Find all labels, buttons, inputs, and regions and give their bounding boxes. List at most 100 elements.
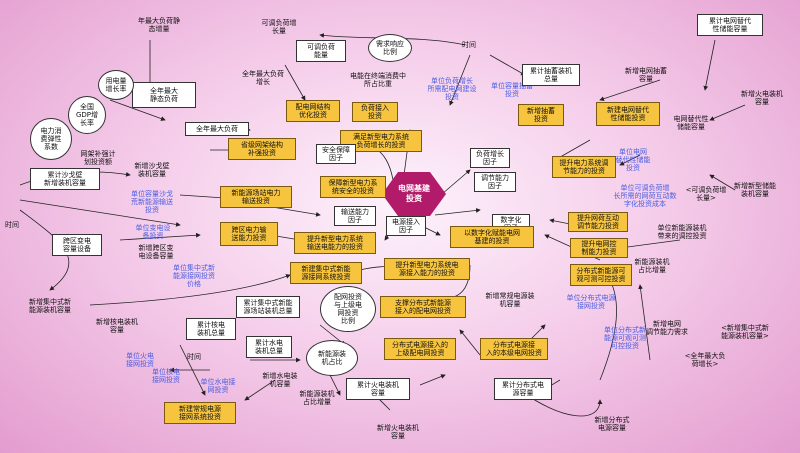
label-unit-central-invest: 单位集中式新 能源接网投资 价格 (173, 264, 215, 288)
box-source-access-factor: 电源接入 因子 (386, 216, 426, 236)
box-cross-region-sub: 跨区变电 容量设备 (52, 234, 102, 256)
edge (489, 54, 526, 76)
label-adjustable-load-growth: 可调负荷增 长量 (261, 19, 297, 35)
box-accum-desert: 累计沙戈壁 新增装机容量 (30, 168, 100, 190)
gold-interaction-invest: 提升网荷互动 调节能力投资 (568, 212, 628, 232)
label-unit-distributed-obs: 单位分布式新 能源可观可测 可控投资 (604, 326, 646, 350)
edge (709, 174, 736, 191)
label-unit-pumped-invest: 单位容量抽蓄 投资 (491, 82, 533, 98)
edge (19, 199, 181, 227)
label-new-conventional: 新增常规电源装 机容量 (485, 292, 535, 308)
gold-digital-invest: 以数字化赋能电网 基建的投资 (450, 226, 534, 248)
label-unit-hydro: 单位火电 接网投资 (126, 352, 154, 368)
label-new-energy-occupy: 新能源装机 占比增量 (634, 258, 670, 274)
gold-improve-regulation: 提升电力系统调 节能力的投资 (552, 156, 616, 178)
label-new-central-angle: <新增集中式新 能源装机容量> (721, 324, 769, 340)
label-new-energy-occupy-bottom: 新能源装机 占比增量 (299, 390, 335, 406)
gold-cross-region: 跨区电力输 送能力投资 (220, 222, 278, 246)
label-new-hydro: 新增水电装 机容量 (262, 372, 298, 388)
gold-new-conventional-grid: 新建常规电源 接网系统投资 (164, 402, 236, 424)
gold-load-access: 负荷接入 投资 (352, 102, 398, 122)
box-adjustable-load-capacity: 可调负荷 能量 (296, 40, 346, 62)
label-new-desert: 新增沙戈壁 装机容量 (134, 162, 170, 178)
label-new-central: 新增集中式新 能源装机容量 (29, 298, 71, 314)
label-new-thermal-bottom: 新增火电装机 容量 (377, 424, 419, 440)
edge (419, 374, 446, 386)
label-unit-water: 单位水电接 网投资 (200, 378, 236, 394)
gold-distributed-observable: 分布式新能源可 观可测可控投资 (570, 264, 632, 286)
edge (179, 344, 206, 396)
gold-new-pumped-invest: 新增抽蓄 投资 (518, 104, 564, 126)
label-unit-nuclear: 单位核电 接网投资 (152, 368, 180, 384)
label-new-distributed-grid: 新增电网 调节能力需求 (646, 320, 688, 336)
box-pumped-total: 累计抽蓄装机 总量 (522, 64, 580, 86)
edge (599, 279, 617, 381)
box-transmission-factor: 输送能力 因子 (334, 206, 376, 226)
box-grid-alt-storage: 累计电网替代 性储能容量 (697, 14, 763, 36)
edge (89, 274, 291, 306)
gold-new-distributed-upper: 分布式电源接入的 上级配电网投资 (384, 338, 456, 360)
label-time-top: 时间 (462, 41, 476, 49)
gold-new-storage-invest: 新建电网替代 性储能投资 (596, 102, 660, 126)
edge (449, 54, 471, 106)
box-load-growth-factor: 负荷增长 因子 (470, 148, 510, 168)
edge (109, 99, 166, 121)
edge (599, 79, 661, 102)
label-max-load-growth-angle: <全年最大负 荷增长> (684, 352, 726, 368)
gold-guarantee-safe: 保障新型电力系 统安全的投资 (320, 176, 386, 198)
gold-distribution-opt: 配电网结构 优化投资 (286, 100, 340, 122)
label-unit-distributed-grid: 单位分布式电源 接网投资 (566, 294, 616, 310)
circle-elec-growth-rate: 用电量 增长率 (98, 70, 134, 100)
box-accum-distributed: 累计分布式电 源容量 (494, 378, 552, 400)
box-accum-hydro: 累计水电 装机总量 (246, 336, 292, 358)
label-time-bottom: 时间 (187, 353, 201, 361)
box-accum-central-sub: 累计集中式新能 源场站装机总量 (236, 296, 300, 318)
box-safety-factor: 安全保障 因子 (316, 144, 356, 164)
gold-improve-transmission: 提升新型电力系统 输送电能力的投资 (294, 232, 376, 254)
label-unit-grid-storage-invest: 单位电网 替代性储能 投资 (615, 148, 651, 172)
box-regulation-factor: 调节能力 因子 (474, 172, 516, 192)
box-accum-thermal: 累计火电装机 容量 (346, 378, 410, 400)
label-energy-share: 电能在终端消费中 所占比重 (350, 72, 406, 88)
label-annual-max-load-growth: 全年最大负荷 增长 (242, 70, 284, 86)
label-unit-desert-invest: 单位容量沙戈 荒新能源输送 投资 (131, 190, 173, 214)
circle-elec-consumption: 电力消 费弹性 系数 (30, 118, 72, 160)
gold-province-net: 省级网架结构 补强投资 (228, 138, 296, 160)
label-new-energy-installed: 单位新能源装机 带来的调控投资 (657, 224, 707, 240)
circle-dr-ratio: 需求响应 比例 (368, 34, 412, 62)
gold-central-new-energy: 新建集中式新能 源接网系统投资 (290, 262, 362, 284)
circle-gdp-growth: 全国 GDP增 长率 (68, 96, 106, 134)
edge (434, 208, 481, 216)
gold-meet-load: 满足新型电力系统 负荷增长的投资 (340, 130, 422, 152)
box-annual-max-static-load: 全年最大 静态负荷 (132, 82, 196, 108)
label-new-pumped: 新增电网抽蓄 容量 (625, 67, 667, 83)
label-new-thermal: 新增火电装机 容量 (741, 90, 783, 106)
edge (244, 379, 276, 401)
label-adjustable-load-growth-angle: <可调负荷增 长量> (685, 186, 727, 202)
edge (703, 39, 716, 91)
gold-support-distributed: 支撑分布式新能源 接入的配电网投资 (380, 296, 466, 318)
edge (119, 232, 201, 241)
label-new-cross-sub: 新增跨区变 电设备容量 (138, 244, 174, 260)
label-unit-load-invest: 单位负荷增长 所需配电网建设 投资 (427, 77, 477, 101)
edge (619, 239, 681, 250)
gold-new-energy-output: 新能源场站电力 输送投资 (220, 186, 292, 208)
edge (459, 329, 481, 356)
label-grid-alt-storage-capacity: 电网替代性 储能容量 (673, 115, 709, 131)
gold-source-access-invest: 提升新型电力系统电 源接入能力的投资 (384, 258, 470, 280)
box-annual-max-load: 全年最大负荷 (185, 122, 249, 136)
edge (619, 154, 641, 166)
circle-new-energy-ratio: 新能源装 机占比 (306, 340, 358, 376)
label-new-distributed: 新增分布式 电源容量 (594, 416, 630, 432)
gold-new-distributed-local: 分布式电源接 入的本级电网投资 (480, 338, 548, 360)
label-annual-max-static-load-top: 年最大负荷静 态增量 (138, 17, 180, 33)
box-accum-nuclear: 累计核电 装机总量 (186, 318, 236, 340)
edge (638, 284, 651, 361)
label-frame-net: 网架补强计 划投资额 (80, 150, 116, 166)
label-unit-sub-invest: 单位变电设 备投资 (135, 224, 171, 240)
circle-distribution-ratio: 配网投资 与上级电 网投资 比例 (320, 286, 376, 332)
gold-control-invest: 提升电网控 制能力投资 (570, 238, 628, 258)
edge (709, 104, 746, 121)
edge (284, 64, 306, 101)
